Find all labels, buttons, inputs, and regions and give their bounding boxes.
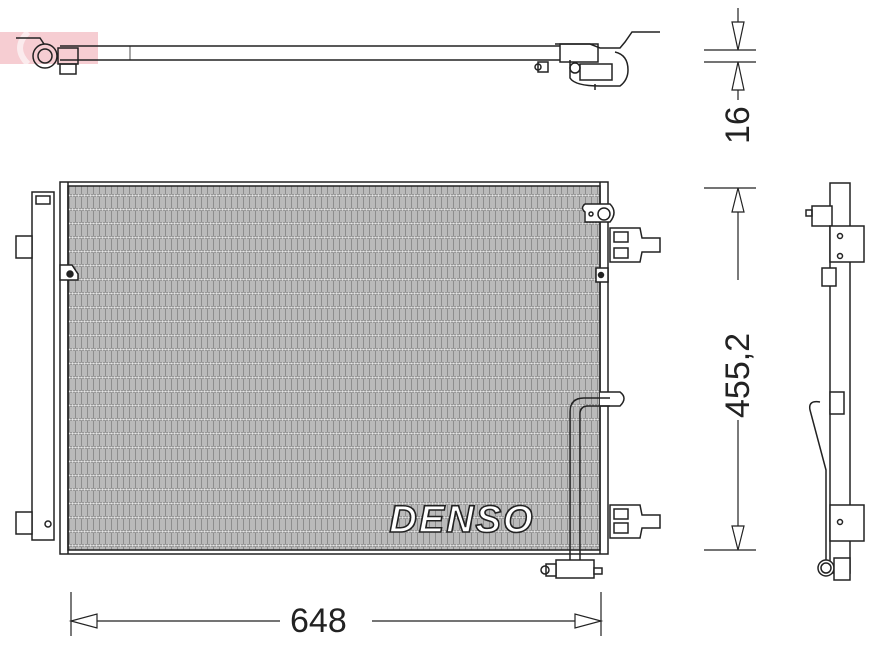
top-view bbox=[16, 31, 660, 90]
brand-logo: DENSO bbox=[389, 499, 534, 541]
height-dimension-label: 455,2 bbox=[719, 332, 757, 418]
dimension-lines bbox=[68, 8, 756, 636]
front-view: DENSO bbox=[15, 181, 661, 579]
thickness-dimension-label: 16 bbox=[719, 106, 757, 144]
watermark bbox=[0, 29, 98, 67]
side-view bbox=[805, 182, 865, 581]
receiver-dryer bbox=[31, 191, 55, 541]
condenser-core bbox=[67, 185, 601, 551]
width-dimension-label: 648 bbox=[290, 602, 347, 640]
